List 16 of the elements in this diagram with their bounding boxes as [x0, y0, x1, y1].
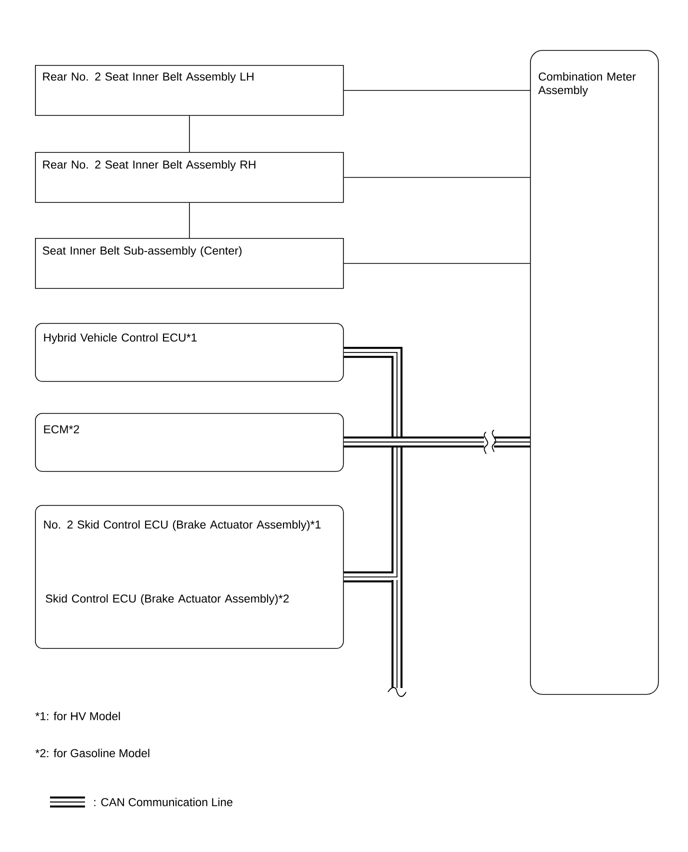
connection-line [189, 202, 190, 238]
ecu-box: ECM*2 [35, 413, 344, 472]
connection-line [189, 115, 190, 152]
ecu-box: No. 2 Skid Control ECU (Brake Actuator Assembly)*1 Skid Control ECU (Brake Actuator Assembly)*2 [35, 505, 344, 649]
meter-box: Combination Meter Assembly [530, 50, 659, 695]
module-box: Seat Inner Belt Sub-assembly (Center) [35, 238, 344, 289]
module-box: Rear No. 2 Seat Inner Belt Assembly LH [35, 65, 344, 116]
footnote: *2: for Gasoline Model [35, 748, 150, 758]
connection-line [343, 263, 530, 264]
connection-line [343, 177, 530, 178]
connection-line [343, 90, 530, 91]
legend-text: : CAN Communication Line [94, 798, 232, 806]
footnote: *1: for HV Model [35, 712, 120, 720]
ecu-box: Hybrid Vehicle Control ECU*1 [35, 323, 344, 382]
can-bus-line [343, 436, 530, 448]
module-box: Rear No. 2 Seat Inner Belt Assembly RH [35, 152, 344, 203]
